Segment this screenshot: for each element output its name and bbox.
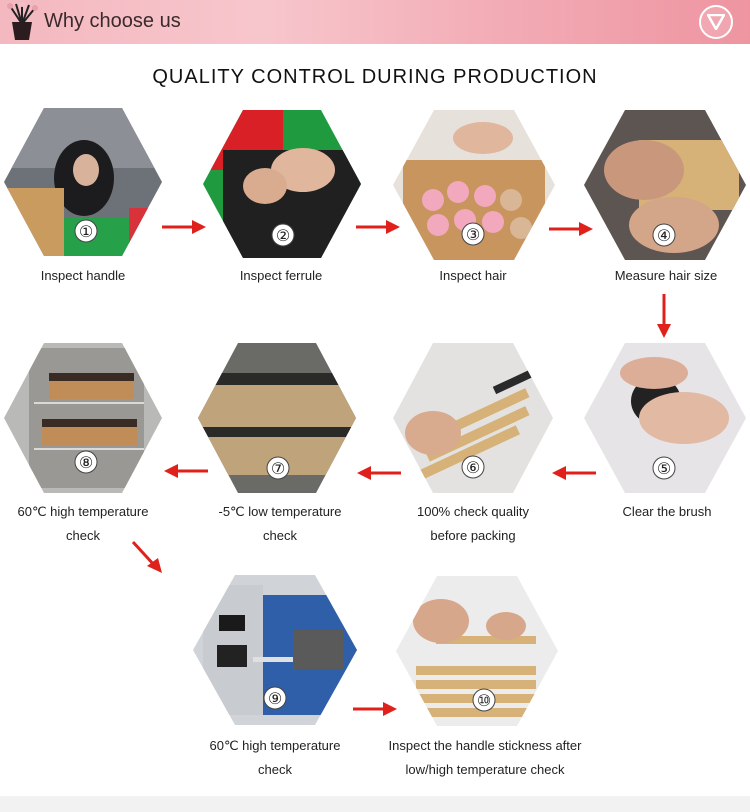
step-badge-text: ④	[657, 226, 671, 245]
step-label-3: Inspect hair	[439, 268, 507, 283]
step-label-line: 100% check quality	[416, 504, 529, 519]
step-photo-7: ⑦	[198, 343, 356, 493]
step-label-line: check	[263, 528, 297, 543]
step-label-9: 60℃ high temperature check	[190, 734, 360, 782]
brush-cup-logo-icon	[7, 2, 38, 40]
right-arrow-icon	[549, 222, 593, 236]
step-label-6: 100% check quality before packing	[388, 500, 558, 548]
step-photo-1: ①	[4, 108, 162, 256]
step-label-line: 60℃ high temperature	[17, 504, 149, 519]
step-label-line: check	[258, 762, 292, 777]
step-badge-text: ③	[466, 225, 480, 244]
down-arrow-icon	[657, 294, 671, 338]
step-badge-text: ⑥	[466, 458, 480, 477]
chevron-down-circle-icon[interactable]	[699, 5, 733, 39]
diagonal-arrow-icon	[131, 540, 162, 573]
step-label-line: Inspect the handle stickness after	[388, 738, 582, 753]
step-badge-text: ①	[79, 222, 93, 241]
step-badge-text: ⑦	[271, 459, 285, 478]
right-arrow-icon	[162, 220, 206, 234]
step-badge-text: ⑧	[79, 453, 93, 472]
page-heading: QUALITY CONTROL DURING PRODUCTION	[152, 66, 598, 88]
step-label-line: -5℃ low temperature	[218, 504, 342, 519]
step-photo-8: ⑧	[4, 343, 162, 493]
header-title: Why choose us	[44, 10, 181, 32]
left-arrow-icon	[357, 466, 401, 480]
step-photo-5: ⑤	[584, 343, 746, 493]
step-label-5: Clear the brush	[622, 504, 712, 519]
step-label-line: check	[66, 528, 100, 543]
step-label-8: 60℃ high temperature check	[0, 500, 166, 548]
step-photo-3: ③	[393, 110, 555, 260]
left-arrow-icon	[164, 464, 208, 478]
step-label-1: Inspect handle	[40, 268, 126, 283]
right-arrow-icon	[353, 702, 397, 716]
step-badge-text: ⑨	[268, 689, 282, 708]
step-badge-text: ⑩	[477, 691, 491, 710]
step-photo-10: ⑩	[396, 576, 558, 726]
left-arrow-icon	[552, 466, 596, 480]
step-badge	[74, 219, 98, 243]
step-label-2: Inspect ferrule	[239, 268, 323, 283]
step-photo-9: ⑨	[193, 575, 357, 725]
step-badge-text: ⑤	[657, 459, 671, 478]
step-badge-text: ②	[276, 226, 290, 245]
step-photo-6: ⑥	[393, 343, 553, 493]
footer-bar	[0, 796, 750, 812]
header-bar: Why choose us	[0, 0, 750, 44]
step-label-line: low/high temperature check	[405, 762, 565, 777]
step-label-line: before packing	[430, 528, 516, 543]
step-label-10: Inspect the handle stickness after low/h…	[372, 734, 598, 782]
step-photo-2: ②	[203, 110, 361, 258]
step-label-7: -5℃ low temperature check	[195, 500, 365, 548]
step-label-4: Measure hair size	[614, 268, 718, 283]
step-photo-4: ④	[584, 110, 746, 260]
right-arrow-icon	[356, 220, 400, 234]
step-label-line: 60℃ high temperature	[209, 738, 341, 753]
